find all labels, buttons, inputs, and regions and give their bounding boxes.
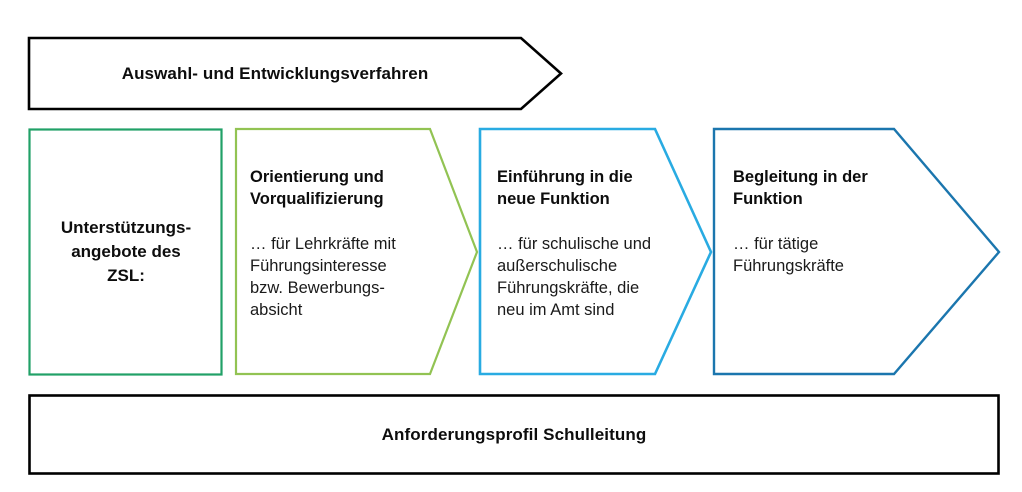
stage-shape-unterstuetzungsangebote: [28, 128, 223, 376]
stage-shape-begleitung: [712, 127, 1001, 376]
stage-label-begleitung: Begleitung in der Funktion … für tätige …: [733, 167, 933, 277]
stage-title-einfuehrung: Einführung in die neue Funktion: [497, 168, 633, 208]
footer-banner-shape: [28, 394, 1000, 475]
stage-title-unterstuetzungsangebote: Unterstützungs- angebote des ZSL:: [60, 217, 192, 286]
footer-banner-label: Anforderungsprofil Schulleitung: [381, 424, 647, 444]
stage-shape-einfuehrung: [478, 127, 713, 376]
stage-label-unterstuetzungsangebote: Unterstützungs- angebote des ZSL:: [40, 130, 212, 374]
stage-title-begleitung: Begleitung in der Funktion: [733, 168, 868, 208]
stage-label-orientierung: Orientierung und Vorqualifizierung … für…: [250, 167, 450, 321]
stage-shape-orientierung: [234, 127, 479, 376]
stage-title-orientierung: Orientierung und Vorqualifizierung: [250, 168, 384, 208]
title-banner-shape: [27, 36, 563, 111]
stage-body-orientierung: … für Lehrkräfte mit Führungsinteresse b…: [250, 234, 396, 320]
stage-body-einfuehrung: … für schulische und außerschulische Füh…: [497, 234, 652, 320]
stage-label-einfuehrung: Einführung in die neue Funktion … für sc…: [497, 167, 702, 321]
title-banner-label: Auswahl- und Entwicklungsverfahren: [121, 63, 429, 83]
stage-body-begleitung: … für tätige Führungskräfte: [733, 234, 844, 275]
